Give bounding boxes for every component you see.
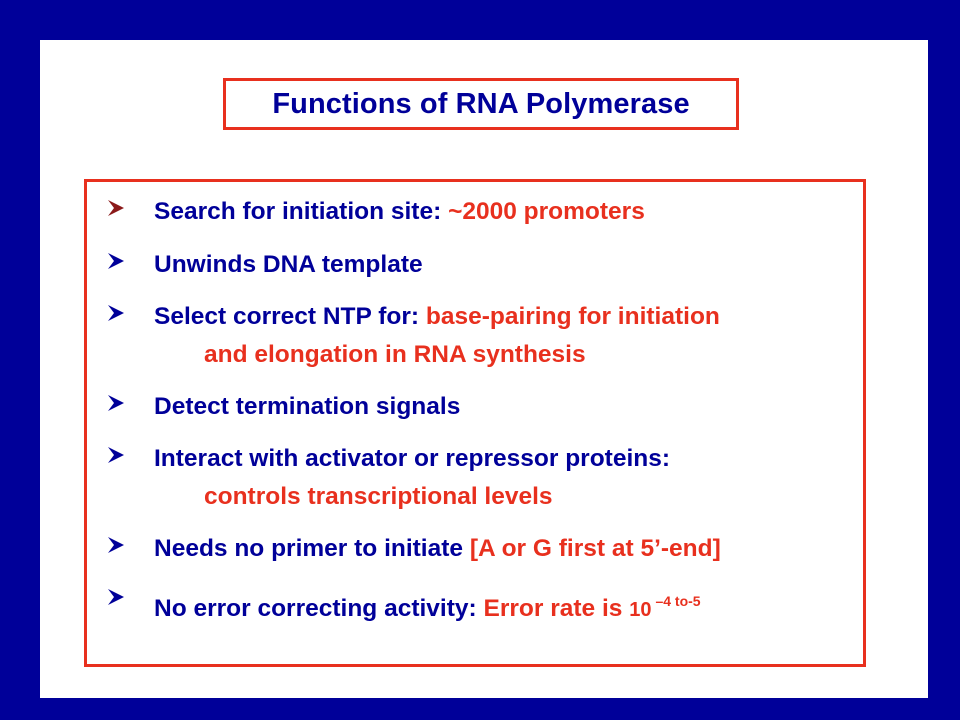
bullet-5-continuation: controls transcriptional levels (204, 483, 553, 510)
bullet-item-6: Needs no primer to initiate [A or G firs… (107, 530, 721, 568)
arrowhead-bullet-icon (108, 537, 124, 553)
bullet-4-text: Detect termination signals (154, 393, 461, 420)
arrowhead-bullet-icon (108, 447, 124, 463)
bullet-item-3: Select correct NTP for: base-pairing for… (107, 298, 720, 374)
bullet-2-text: Unwinds DNA template (154, 251, 423, 278)
bullet-7-text: No error correcting activity: (154, 595, 484, 622)
bullet-item-5: Interact with activator or repressor pro… (107, 440, 670, 516)
bullet-6-text: Needs no primer to initiate (154, 535, 470, 562)
slide-title: Functions of RNA Polymerase (272, 87, 690, 120)
bullet-1-highlight: ~2000 promoters (448, 198, 645, 225)
title-box: Functions of RNA Polymerase (223, 78, 739, 130)
bullet-item-7: No error correcting activity: Error rate… (107, 582, 701, 629)
bullet-5-text: Interact with activator or repressor pro… (154, 445, 670, 472)
arrowhead-bullet-icon (108, 253, 124, 269)
bullet-item-4: Detect termination signals (107, 388, 460, 426)
error-rate-exponent: –4 to-5 (655, 593, 701, 609)
error-rate-base: 10 (629, 599, 652, 621)
arrowhead-bullet-icon (108, 395, 124, 411)
bullet-3-continuation: and elongation in RNA synthesis (204, 341, 586, 368)
bullet-7-highlight: Error rate is (483, 595, 630, 622)
bullet-3-highlight: base-pairing for initiation (425, 303, 720, 330)
bullet-item-2: Unwinds DNA template (107, 246, 423, 284)
bullet-6-highlight: [A or G first at 5’-end] (469, 535, 721, 562)
arrowhead-bullet-icon (108, 305, 124, 321)
arrowhead-bullet-icon (108, 200, 124, 216)
arrowhead-bullet-icon (108, 589, 124, 605)
bullet-list-box: Search for initiation site: ~2000 promot… (84, 179, 866, 667)
slide-panel: Functions of RNA Polymerase Search for i… (40, 40, 928, 698)
bullet-1-text: Search for initiation site: (154, 198, 449, 225)
bullet-3-text: Select correct NTP for: (154, 303, 426, 330)
bullet-item-1: Search for initiation site: ~2000 promot… (107, 193, 645, 231)
